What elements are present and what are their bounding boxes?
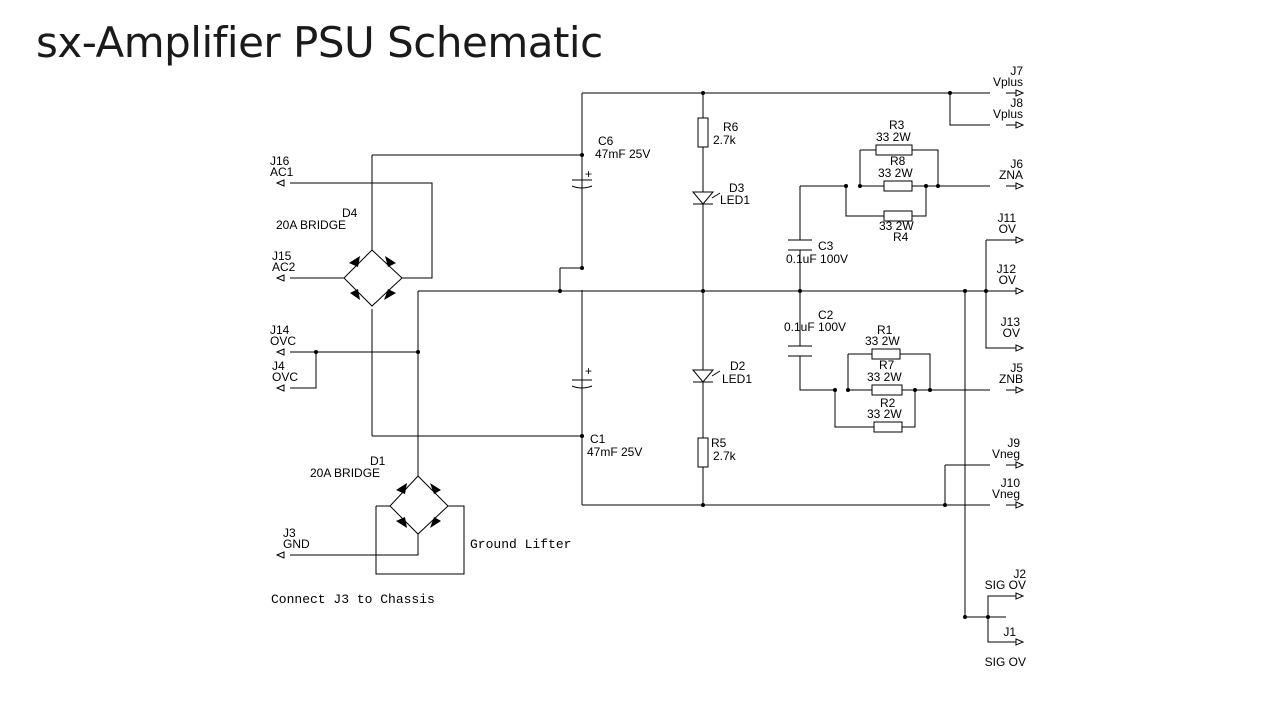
j7-net: Vplus: [993, 75, 1023, 89]
j2-arrow: [1015, 592, 1025, 600]
r3-value: 33 2W: [876, 130, 911, 144]
j15-net: AC2: [272, 260, 296, 274]
c6-polarity-mark: +: [585, 167, 592, 181]
j2-ref: J2: [1013, 567, 1026, 581]
c2-value: 0.1uF 100V: [784, 320, 846, 334]
j12-arrow: [1015, 287, 1025, 295]
j15-arrow: [275, 274, 285, 282]
j10-arrow: [1015, 501, 1025, 509]
r8-value: 33 2W: [878, 166, 913, 180]
bridge-d4-symbol: [343, 249, 403, 307]
c6-ref: C6: [598, 134, 614, 148]
j16-ref: J16: [270, 154, 290, 168]
c6-value: 47mF 25V: [595, 147, 650, 161]
c1-polarity-mark: +: [585, 364, 592, 378]
j6-arrow: [1015, 182, 1025, 190]
wires: [290, 92, 1006, 643]
d2-value: LED1: [722, 372, 752, 386]
j7-arrow: [1015, 89, 1025, 97]
j3-ref: J3: [283, 526, 296, 540]
j2-net: SIG OV: [985, 578, 1026, 592]
r4-value: 33 2W: [879, 219, 914, 233]
j5-arrow: [1015, 386, 1025, 394]
j4-net: OVC: [272, 370, 298, 384]
j11-net: OV: [999, 222, 1016, 236]
chassis-note: Connect J3 to Chassis: [271, 592, 435, 607]
j8-arrow: [1015, 121, 1025, 129]
j13-net: OV: [1003, 326, 1020, 340]
j3-net: GND: [283, 537, 310, 551]
d4-ref: D4: [342, 206, 358, 220]
j6-net: ZNA: [999, 168, 1023, 182]
d1-ref: D1: [370, 454, 386, 468]
r8-ref: R8: [890, 154, 906, 168]
c2-ref: C2: [818, 308, 834, 322]
ground-lifter-note: Ground Lifter: [470, 537, 571, 552]
j10-net: Vneg: [992, 487, 1020, 501]
d1-value: 20A BRIDGE: [310, 466, 380, 480]
r2-ref: R2: [880, 396, 896, 410]
c1-ref: C1: [590, 432, 606, 446]
j6-ref: J6: [1010, 157, 1023, 171]
j1-arrow: [1015, 638, 1025, 646]
j9-net: Vneg: [992, 447, 1020, 461]
j1-ref: J1: [1003, 625, 1016, 639]
j5-ref: J5: [1010, 361, 1023, 375]
resistor-bodies: [697, 117, 913, 468]
r1-ref: R1: [877, 323, 893, 337]
j10-ref: J10: [1001, 476, 1021, 490]
j13-ref: J13: [1001, 315, 1021, 329]
r3-ref: R3: [889, 118, 905, 132]
j16-net: AC1: [270, 165, 294, 179]
j7-ref: J7: [1010, 64, 1023, 78]
j11-ref: J11: [998, 211, 1017, 225]
c3-ref: C3: [818, 239, 834, 253]
j4-ref: J4: [272, 359, 285, 373]
r6-value: 2.7k: [713, 133, 737, 147]
j1-net: SIG OV: [985, 655, 1026, 669]
d4-value: 20A BRIDGE: [276, 218, 346, 232]
j3-arrow: [275, 551, 285, 559]
j8-ref: J8: [1010, 96, 1023, 110]
r6-ref: R6: [723, 120, 739, 134]
r5-ref: R5: [711, 436, 727, 450]
r5-value: 2.7k: [713, 449, 737, 463]
r1-value: 33 2W: [865, 334, 900, 348]
j5-net: ZNB: [999, 372, 1023, 386]
j14-arrow: [275, 348, 285, 356]
r7-ref: R7: [879, 358, 895, 372]
j15-ref: J15: [272, 249, 292, 263]
d2-ref: D2: [730, 359, 746, 373]
j11-arrow: [1015, 236, 1025, 244]
j13-arrow: [1015, 344, 1025, 352]
j8-net: Vplus: [993, 107, 1023, 121]
bridge-d1-symbol: [389, 475, 449, 535]
c3-value: 0.1uF 100V: [786, 252, 848, 266]
j4-arrow: [275, 384, 285, 392]
r4-ref: R4: [893, 230, 909, 244]
junctions: [314, 91, 990, 619]
slide-title: sx-Amplifier PSU Schematic: [36, 18, 603, 67]
d3-value: LED1: [720, 193, 750, 207]
j14-net: OVC: [270, 334, 296, 348]
j14-ref: J14: [270, 323, 290, 337]
r2-value: 33 2W: [867, 407, 902, 421]
d3-ref: D3: [729, 181, 745, 195]
j16-arrow: [275, 179, 285, 187]
led-symbols: [691, 191, 721, 383]
j12-net: OV: [999, 273, 1016, 287]
r7-value: 33 2W: [867, 370, 902, 384]
connector-layer: J7VplusJ8VplusJ6ZNAJ11OVJ12OVJ13OVJ5ZNBJ…: [270, 64, 1026, 669]
j12-ref: J12: [997, 262, 1017, 276]
j9-arrow: [1015, 461, 1025, 469]
c1-value: 47mF 25V: [587, 445, 642, 459]
j9-ref: J9: [1007, 436, 1020, 450]
